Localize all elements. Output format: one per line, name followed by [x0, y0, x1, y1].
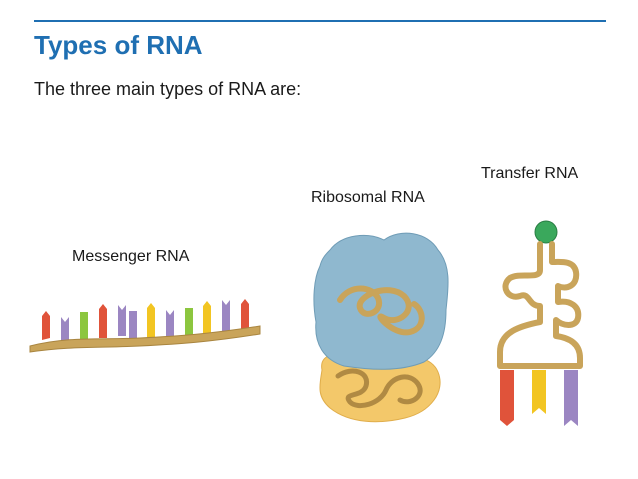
transfer-rna-illustration: [497, 220, 583, 426]
ribosomal-rna-illustration: [313, 232, 449, 423]
rrna-strand-upper: [337, 285, 425, 336]
trna-anticodon-bases: [500, 370, 578, 426]
mrna-backbone: [29, 325, 261, 353]
amino-acid-icon: [534, 220, 558, 244]
slide-subtitle: The three main types of RNA are:: [34, 79, 302, 99]
transfer-rna-label: Transfer RNA: [481, 165, 579, 182]
messenger-rna-label: Messenger RNA: [72, 248, 190, 265]
mrna-bases: [42, 299, 249, 342]
rrna-strand-lower: [335, 368, 423, 408]
messenger-rna-illustration: [29, 299, 261, 353]
title-divider: [34, 20, 606, 22]
slide-title: Types of RNA: [34, 30, 203, 60]
trna-backbone: [497, 241, 583, 369]
ribosomal-rna-label: Ribosomal RNA: [311, 189, 425, 206]
